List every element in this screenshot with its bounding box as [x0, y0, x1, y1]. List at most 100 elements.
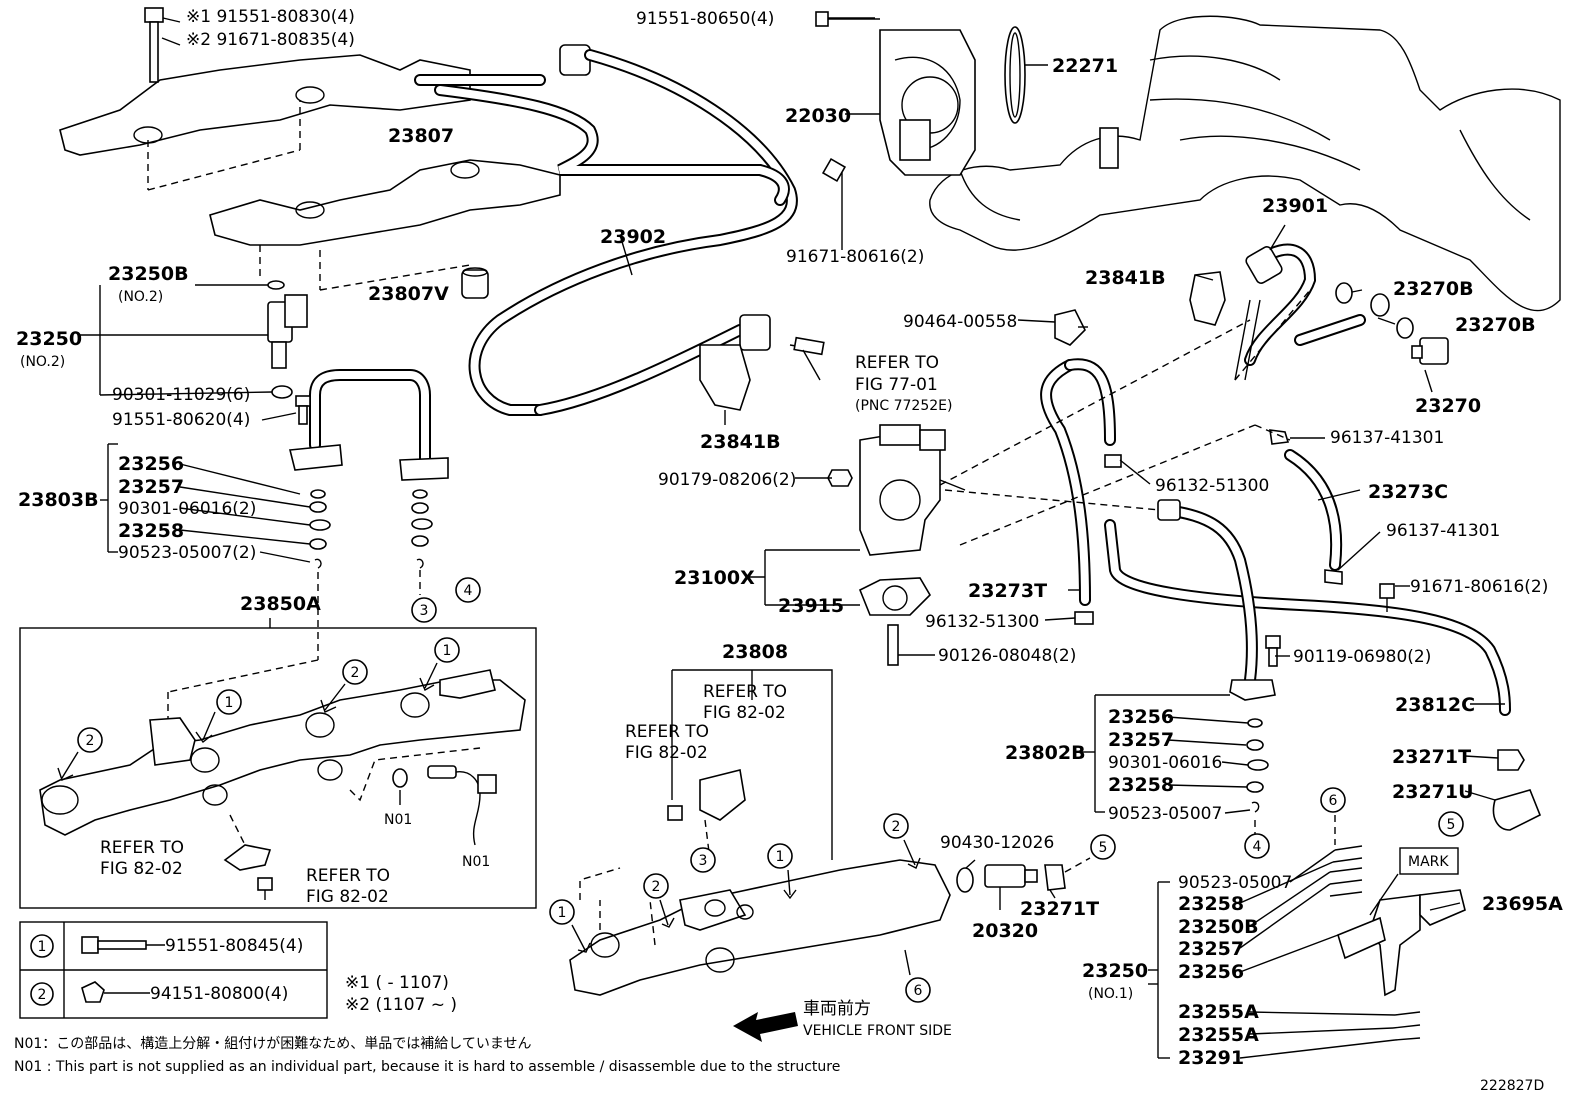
hose-23271U — [1492, 789, 1542, 831]
label-refer-82-c2: FIG 82-02 — [100, 859, 183, 879]
label-23291: 23291 — [1178, 1047, 1244, 1069]
callout-1: 1 — [767, 843, 793, 869]
label-23271U: 23271U — [1392, 781, 1474, 803]
label-23850A: 23850A — [240, 593, 321, 615]
label-no2-b: (NO.2) — [20, 354, 65, 370]
label-refer-77-line2: FIG 77-01 — [855, 375, 938, 395]
label-no1: (NO.1) — [1088, 986, 1133, 1002]
label-23270B-a: 23270B — [1393, 278, 1474, 300]
part-labels: ※1 91551-80830(4) ※2 91671-80835(4) 9155… — [16, 7, 1563, 1069]
fuel-pipe-23803B — [288, 369, 449, 481]
label-mark: MARK — [1408, 854, 1449, 870]
note-1: ※1 ( - 1107) — [345, 973, 449, 993]
svg-text:5: 5 — [1099, 840, 1108, 856]
label-23808: 23808 — [722, 641, 788, 663]
svg-text:5: 5 — [1447, 817, 1456, 833]
callout-5: 5 — [1438, 811, 1464, 837]
hose-23901 — [1234, 224, 1366, 381]
box-23850A — [19, 572, 537, 909]
callout-3: 3 — [411, 597, 437, 623]
label-23803B: 23803B — [18, 489, 99, 511]
svg-text:1: 1 — [443, 643, 452, 659]
label-23812C: 23812C — [1395, 694, 1475, 716]
label-refer-82-d2: FIG 82-02 — [306, 887, 389, 907]
clamp-96132-51300-b — [1074, 611, 1094, 625]
label-23255A-a: 23255A — [1178, 1001, 1259, 1023]
label-23271T-b: 23271T — [1020, 898, 1099, 920]
bolt-91671-80616-right — [1379, 583, 1395, 612]
label-23270: 23270 — [1415, 395, 1481, 417]
label-n01-a: N01 — [384, 812, 412, 828]
figure-id: 222827D — [1480, 1078, 1544, 1094]
vehicle-front-arrow — [733, 1012, 798, 1042]
direction-jp: 車両前方 — [803, 999, 871, 1019]
bracket-refer-center — [667, 769, 746, 861]
callout-4: 4 — [455, 577, 481, 603]
label-91671-80616-right: 91671-80616(2) — [1410, 577, 1548, 597]
callout-6: 6 — [905, 977, 931, 1003]
label-23915: 23915 — [778, 595, 844, 617]
svg-text:1: 1 — [225, 695, 234, 711]
direction-en: VEHICLE FRONT SIDE — [803, 1023, 952, 1039]
label-23273T: 23273T — [968, 580, 1047, 602]
bolt-91671-80616-top — [821, 157, 847, 240]
clamp-90464-00558 — [1054, 309, 1086, 346]
leader-dashes-center — [939, 289, 1311, 835]
label-96132-51300-b: 96132-51300 — [925, 612, 1039, 632]
delivery-pipe-23850A — [39, 669, 526, 846]
intake-manifold-drawing — [929, 15, 1561, 312]
label-90523-05007-a: 90523-05007(2) — [118, 543, 256, 563]
label-23271T-a: 23271T — [1392, 746, 1471, 768]
gasket-23270B-b — [1396, 317, 1414, 339]
callout-1: 1 — [549, 899, 575, 925]
callout-2: 2 — [342, 659, 368, 685]
legend-table: 1 2 91551-80845(4) 94151-80800(4) — [19, 921, 328, 1019]
protector-23807 — [59, 54, 561, 291]
callout-2: 2 — [643, 873, 669, 899]
svg-text:6: 6 — [914, 983, 923, 999]
clamp-96132-51300-a — [1104, 454, 1122, 468]
legend-row2-number: 2 — [38, 987, 47, 1003]
label-refer-82-b2: FIG 82-02 — [625, 743, 708, 763]
seal-stack-23802B — [1246, 718, 1269, 813]
svg-text:2: 2 — [86, 733, 95, 749]
hose-23273C — [1269, 429, 1343, 585]
label-23256-b: 23256 — [1108, 706, 1174, 728]
callout-2: 2 — [883, 813, 909, 839]
svg-text:2: 2 — [351, 665, 360, 681]
svg-text:2: 2 — [652, 879, 661, 895]
legend-row2-part: 94151-80800(4) — [150, 984, 288, 1004]
label-91671-80835: ※2 91671-80835(4) — [186, 30, 355, 50]
label-90523-05007-b: 90523-05007 — [1108, 804, 1222, 824]
stud-90126-08048 — [887, 624, 899, 666]
label-90179-08206: 90179-08206(2) — [658, 470, 796, 490]
label-90301-11029: 90301-11029(6) — [112, 385, 250, 405]
label-refer-82-a1: REFER TO — [703, 682, 787, 702]
callout-1: 1 — [434, 637, 460, 663]
label-22271: 22271 — [1052, 55, 1118, 77]
legend-row1-number: 1 — [38, 939, 47, 955]
label-90523-05007-c: 90523-05007 — [1178, 873, 1292, 893]
arrows — [57, 662, 921, 976]
label-91671-80616-top: 91671-80616(2) — [786, 247, 924, 267]
label-90301-06016-b: 90301-06016 — [1108, 753, 1222, 773]
label-23802B: 23802B — [1005, 742, 1086, 764]
fuel-tube-23902 — [414, 44, 825, 416]
hose-23273T — [1040, 358, 1116, 606]
gasket-23270B-a — [1335, 282, 1390, 317]
label-refer-82-c1: REFER TO — [100, 838, 184, 858]
label-23695A: 23695A — [1482, 893, 1563, 915]
callout-3: 3 — [690, 847, 716, 873]
leader-lines — [80, 64, 1505, 1059]
label-23256-a: 23256 — [118, 453, 184, 475]
label-23902: 23902 — [600, 226, 666, 248]
label-90126-08048: 90126-08048(2) — [938, 646, 1076, 666]
gasket-22271 — [1004, 26, 1026, 124]
label-96137-41301-b: 96137-41301 — [1386, 521, 1500, 541]
delivery-pipe-23808 — [569, 859, 951, 996]
footnote-jp: N01：この部品は、構造上分解・組付けが困難なため、単品では補給していません — [14, 1036, 531, 1052]
svg-text:3: 3 — [420, 603, 429, 619]
footnote-en: N01 : This part is not supplied as an in… — [14, 1059, 840, 1075]
gasket-23915 — [858, 577, 932, 616]
seal-stack-left-b — [411, 489, 433, 595]
